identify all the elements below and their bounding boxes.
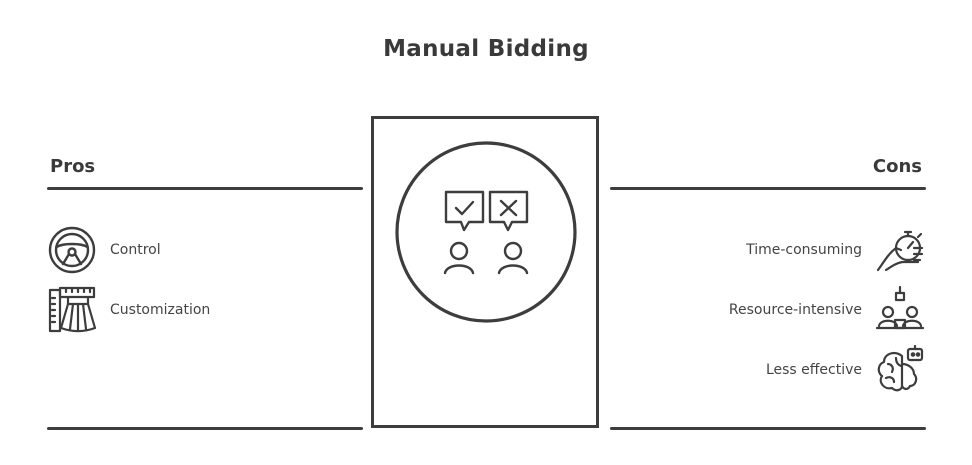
approve-reject-people-icon xyxy=(394,140,578,324)
diagram-title: Manual Bidding xyxy=(383,36,589,62)
people-at-desk-icon xyxy=(874,284,926,336)
cons-item-less-effective: Less effective xyxy=(765,362,862,378)
cons-item-time-consuming: Time-consuming xyxy=(746,242,862,258)
steering-wheel-icon xyxy=(46,224,98,276)
cons-bottom-divider xyxy=(610,427,926,430)
cons-top-divider xyxy=(610,187,926,190)
brain-robot-icon xyxy=(874,344,926,396)
pros-top-divider xyxy=(47,187,363,190)
pros-item-customization: Customization xyxy=(110,302,211,318)
pros-item-control: Control xyxy=(110,242,161,258)
pros-heading: Pros xyxy=(50,156,96,177)
cons-item-resource-intensive: Resource-intensive xyxy=(728,302,862,318)
cons-heading: Cons xyxy=(872,156,922,177)
stopwatch-hand-icon xyxy=(874,224,926,276)
center-panel xyxy=(371,116,599,428)
tailoring-icon xyxy=(46,284,98,336)
pros-bottom-divider xyxy=(47,427,363,430)
